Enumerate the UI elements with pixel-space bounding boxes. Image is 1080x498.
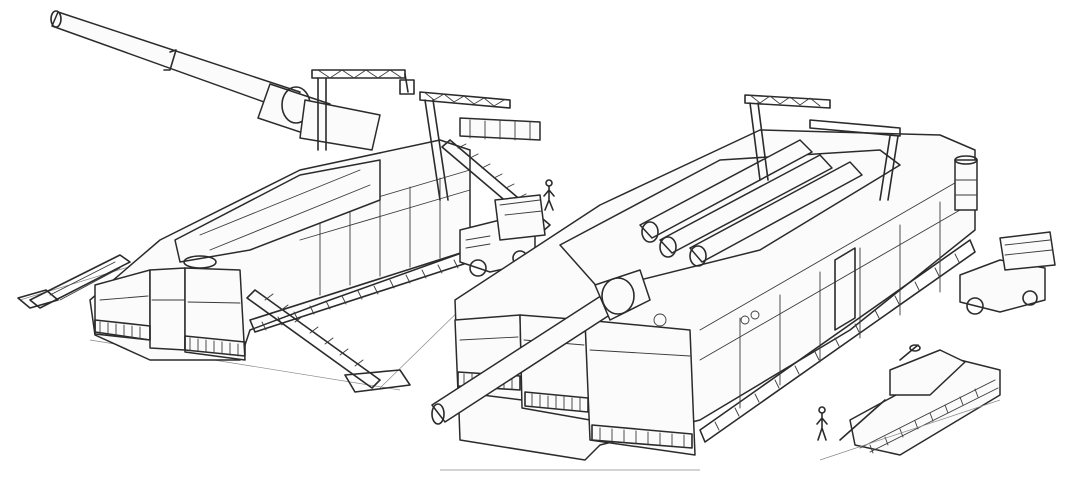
scale-tank (839, 344, 1001, 456)
right-deck-cranes (744, 94, 901, 201)
right-tracks (457, 239, 976, 449)
left-gun-barrel (50, 10, 381, 151)
rear-equipment (954, 155, 978, 211)
transport-gun-vehicle (431, 94, 978, 461)
left-deck-crane (311, 69, 511, 201)
stowed-barrel-sections (639, 139, 863, 267)
soldier-figure-right (816, 406, 828, 441)
right-gun-barrel (431, 269, 651, 425)
deployed-gun-vehicle (17, 10, 555, 393)
soldier-figure-left (543, 179, 555, 211)
left-front-ramp (246, 289, 411, 393)
left-outrigger (17, 254, 131, 309)
left-loading-tower (441, 117, 551, 233)
supply-truck-right (959, 231, 1056, 315)
